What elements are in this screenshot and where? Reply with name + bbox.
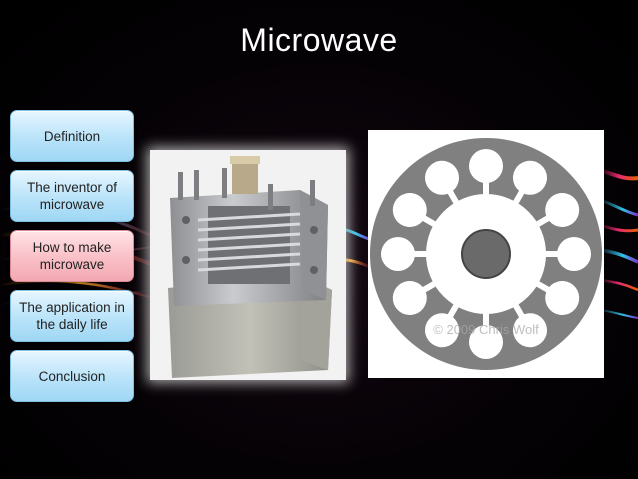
nav-button-definition[interactable]: Definition	[10, 110, 134, 162]
magnetron-photo	[150, 150, 346, 380]
magnetron-cavity-diagram: © 2009 Chris Wolf	[368, 130, 604, 378]
nav-button-how-to-make[interactable]: How to make microwave	[10, 230, 134, 282]
nav-button-label: Conclusion	[38, 368, 106, 384]
cavity-diagram-illustration: © 2009 Chris Wolf	[368, 130, 604, 378]
nav-button-inventor[interactable]: The inventor of microwave	[10, 170, 134, 222]
diagram-watermark: © 2009 Chris Wolf	[433, 322, 539, 337]
nav-button-label: How to make microwave	[32, 240, 112, 272]
slide-title: Microwave	[240, 22, 398, 58]
nav-button-label: Definition	[43, 128, 101, 144]
nav-button-conclusion[interactable]: Conclusion	[10, 350, 134, 402]
nav-button-label: The inventor of microwave	[26, 180, 118, 212]
nav-button-label: The application in the daily life	[19, 300, 125, 332]
magnetron-illustration	[150, 150, 346, 380]
nav-button-application[interactable]: The application in the daily life	[10, 290, 134, 342]
